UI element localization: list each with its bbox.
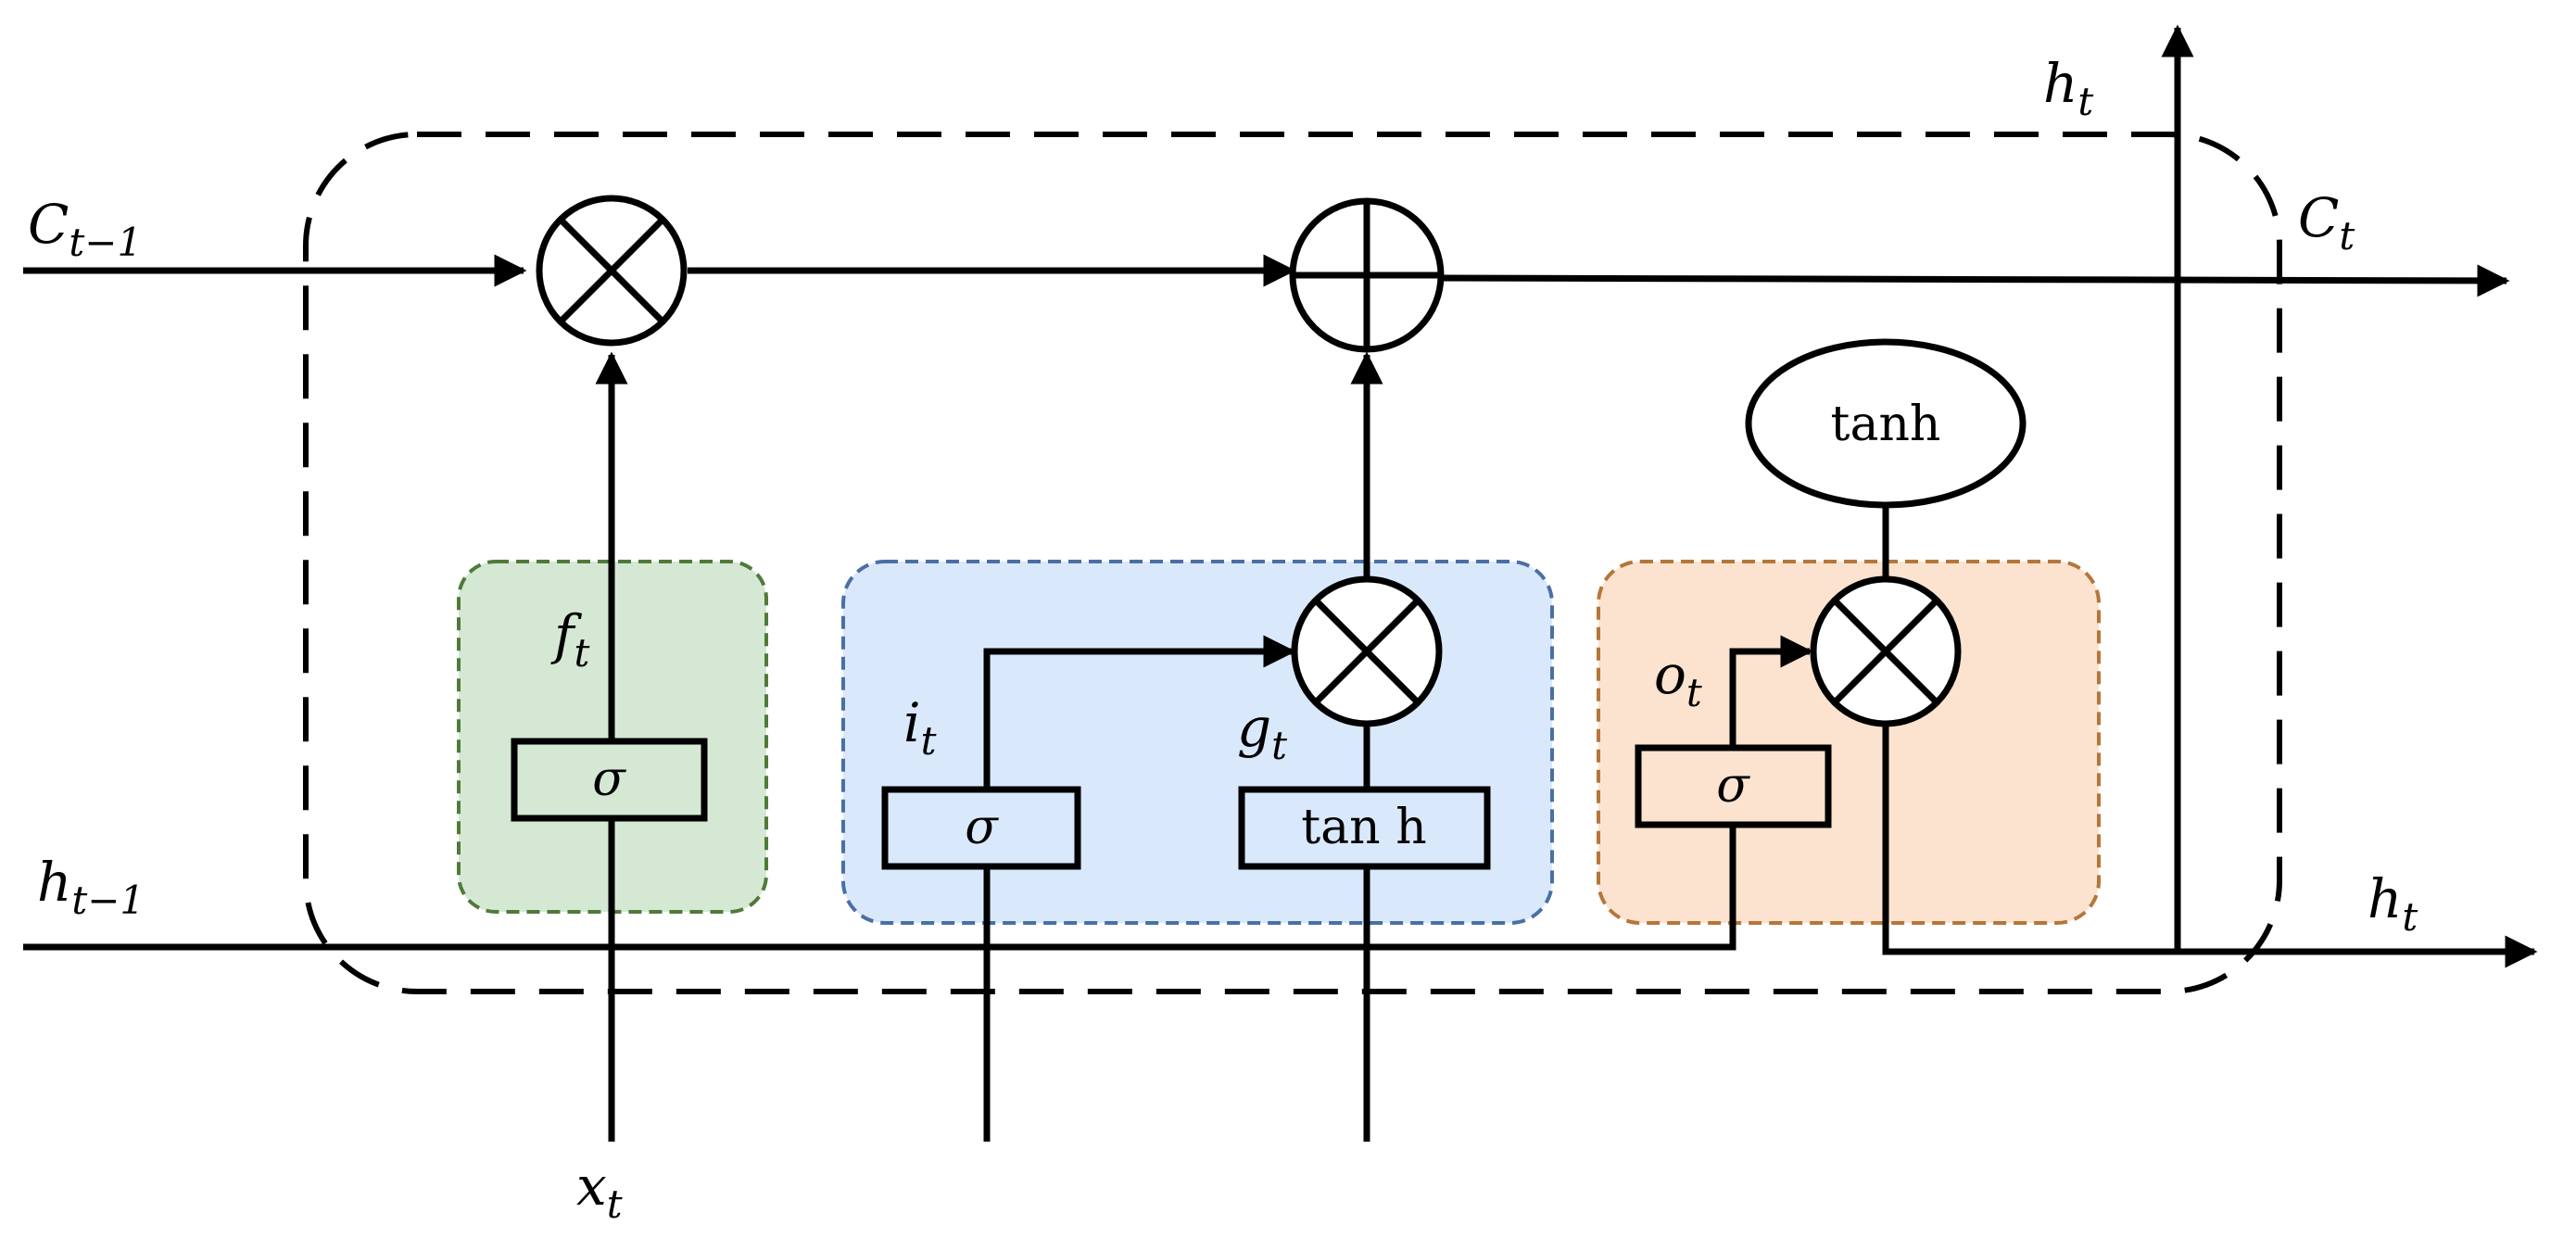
add-icon bbox=[1289, 197, 1445, 353]
cell-tanh-label: tanh bbox=[1831, 397, 1941, 452]
hidden-top-label: ht bbox=[2043, 52, 2093, 124]
cell-state-out-line bbox=[1440, 264, 2510, 297]
output-gate-panel bbox=[1597, 560, 2101, 925]
cell-out-label: Ct bbox=[2298, 186, 2355, 259]
candidate-tanh-label: tan h bbox=[1301, 800, 1426, 855]
x-input-label: xt bbox=[576, 1155, 623, 1227]
cell-tanh-node bbox=[1745, 338, 2027, 509]
input-sigma-label: σ bbox=[965, 800, 999, 855]
hidden-prev-line bbox=[23, 820, 1736, 951]
forget-multiply-icon bbox=[536, 195, 688, 347]
input-gate-label: it bbox=[903, 691, 937, 764]
output-sigma-box bbox=[1635, 744, 1832, 828]
output-gate-path-line bbox=[1729, 635, 1813, 751]
output-to-hidden-line bbox=[1882, 726, 2538, 968]
hidden-right-label: ht bbox=[2368, 867, 2418, 940]
hidden-prev-label: ht−1 bbox=[37, 851, 145, 923]
output-gate-label: ot bbox=[1654, 643, 1702, 715]
output-sigma-label: σ bbox=[1716, 758, 1750, 814]
input-sigma-box bbox=[881, 786, 1081, 870]
candidate-tanh-box bbox=[1238, 786, 1491, 870]
cell-prev-label: Ct−1 bbox=[28, 193, 142, 265]
forget-sigma-box bbox=[511, 738, 708, 822]
input-path-line bbox=[983, 635, 1296, 1142]
candidate-gate-label: gt bbox=[1237, 696, 1287, 768]
input-multiply-icon bbox=[1291, 575, 1443, 727]
output-multiply-icon bbox=[1810, 575, 1962, 727]
cell-boundary bbox=[303, 132, 2282, 994]
forget-sigma-label: σ bbox=[592, 752, 626, 807]
